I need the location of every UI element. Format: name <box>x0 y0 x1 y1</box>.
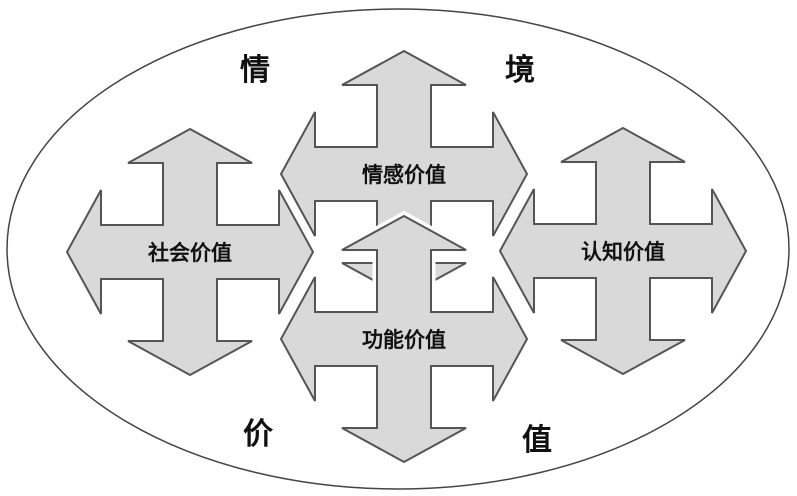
corner-label-jia: 价 <box>243 417 273 452</box>
arrow-label-functional: 功能价值 <box>362 328 446 352</box>
arrow-label-cognitive: 认知价值 <box>581 240 665 264</box>
arrow-label-social: 社会价值 <box>147 241 232 265</box>
arrow-label-emotional: 情感价值 <box>362 163 446 187</box>
arrow-social: 社会价值 <box>61 123 319 381</box>
four-way-arrow-shape <box>65 127 315 377</box>
four-way-arrow-shape <box>279 214 529 464</box>
four-way-arrow-shape <box>498 126 748 376</box>
corner-label-zhi: 值 <box>522 423 552 458</box>
arrow-cognitive: 认知价值 <box>494 122 752 380</box>
corner-label-jing: 境 <box>505 53 535 88</box>
arrow-functional: 功能价值 <box>275 210 533 468</box>
corner-label-qing: 情 <box>240 53 270 88</box>
